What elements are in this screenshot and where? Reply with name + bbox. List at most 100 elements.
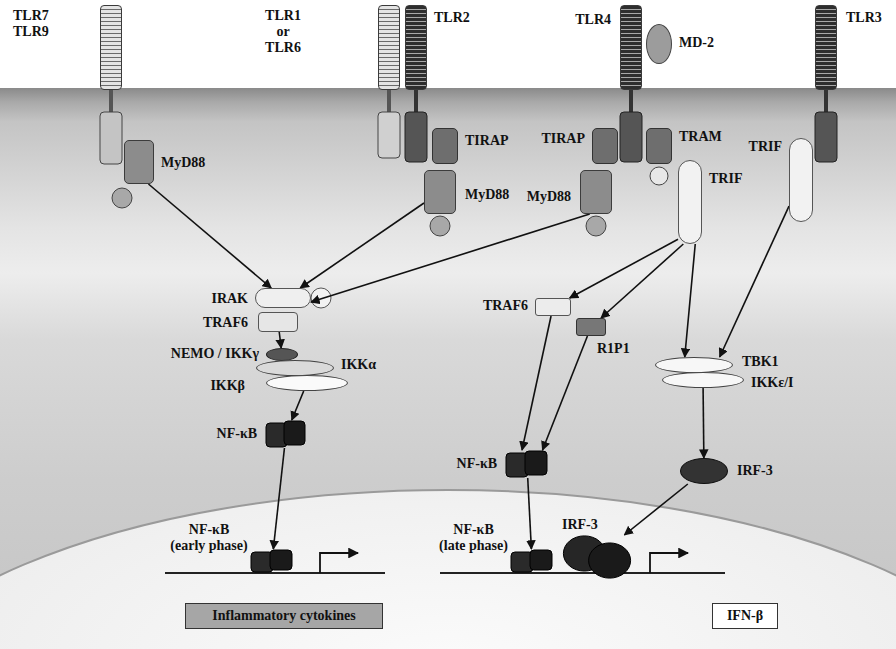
- receptor: TLR3: [815, 5, 837, 90]
- protein-label: TLR7 TLR9: [13, 8, 49, 40]
- nucleus: [0, 490, 896, 649]
- adaptor-protein: TRIF: [678, 160, 702, 244]
- output-label: Inflammatory cytokines: [212, 608, 356, 624]
- transcription-factor: NF-κB (late phase): [510, 549, 554, 573]
- transmembrane-segment: [387, 88, 391, 114]
- kinase-subunit: IKKβ: [266, 375, 348, 391]
- kinase: IRAK: [255, 288, 311, 308]
- activation-arrow: [273, 448, 284, 549]
- co-receptor: MD-2: [646, 24, 672, 64]
- gene-product-box: Inflammatory cytokines: [185, 603, 383, 629]
- tir-domain: [378, 112, 400, 158]
- death-domain: [586, 216, 606, 236]
- protein-label: TRIF: [709, 171, 742, 187]
- activation-arrow: [543, 336, 588, 450]
- activation-arrow: [279, 332, 281, 348]
- activation-arrow: [148, 184, 271, 288]
- transmembrane-segment: [629, 88, 633, 114]
- tir-domain: [100, 112, 122, 164]
- activation-arrow: [292, 391, 304, 420]
- protein-label: IKKα: [341, 357, 376, 373]
- activation-arrow: [702, 388, 704, 458]
- death-domain: [650, 167, 668, 185]
- protein-label: TRAF6: [483, 298, 528, 314]
- adaptor-protein: TIRAP: [432, 128, 458, 164]
- ubiquitin-ligase: TRAF6: [535, 298, 571, 316]
- activation-arrow: [300, 203, 424, 288]
- protein-label: TRAF6: [203, 315, 248, 331]
- protein-label: IKKε/I: [751, 375, 794, 391]
- transcription-start-arrow: [650, 553, 688, 573]
- output-label: IFN-β: [727, 608, 763, 624]
- transmembrane-segment: [109, 88, 113, 114]
- activation-arrow: [311, 214, 590, 302]
- dna-strand: [440, 572, 725, 574]
- protein-label: TLR1 or TLR6: [265, 8, 301, 56]
- protein-label: TRIF: [749, 139, 782, 155]
- protein-label: TBK1: [742, 354, 779, 370]
- activation-arrow: [528, 478, 532, 549]
- protein-label: TRAM: [679, 129, 722, 145]
- kinase-subunit: IKKε/I: [662, 372, 744, 388]
- adaptor-protein: MyD88: [580, 170, 612, 214]
- protein-label: R1P1: [597, 341, 630, 357]
- kinase-subunit: IKKα: [256, 360, 334, 376]
- transcription-factor: IRF-3: [562, 535, 632, 579]
- protein-label: NF-κB: [457, 456, 497, 472]
- protein-label: MD-2: [679, 35, 714, 51]
- protein-label: NF-κB (early phase): [170, 522, 248, 554]
- transcription-factor: NF-κB: [505, 450, 549, 478]
- transcription-factor: NF-κB: [265, 420, 307, 448]
- receptor: TLR2: [405, 5, 427, 90]
- tir-domain: [815, 112, 837, 162]
- dimer-shape: [250, 549, 294, 573]
- protein-label: TIRAP: [465, 133, 509, 149]
- activation-arrow: [720, 206, 789, 357]
- activation-arrow: [522, 316, 551, 450]
- dna-strand: [165, 572, 385, 574]
- transcription-factor: IRF-3: [680, 458, 728, 484]
- protein-label: TIRAP: [541, 131, 585, 147]
- subunit-shape: [284, 421, 305, 445]
- protein-label: MyD88: [527, 189, 571, 205]
- subunit-shape: [530, 550, 552, 570]
- activation-arrow: [624, 484, 687, 535]
- complex-shape: [562, 535, 632, 579]
- death-domain: [430, 216, 450, 236]
- protein-label: MyD88: [161, 155, 205, 171]
- gene-product-box: IFN-β: [712, 603, 778, 629]
- protein-label: MyD88: [465, 187, 509, 203]
- protein-label: IRF-3: [562, 517, 598, 533]
- activation-arrow: [685, 244, 696, 357]
- kinase-subunit: TBK1: [655, 357, 733, 373]
- irak-domain: [311, 288, 331, 308]
- protein-label: TLR2: [434, 10, 470, 26]
- protein-label: NF-κB (late phase): [439, 522, 508, 554]
- transcription-start-arrow: [320, 553, 358, 573]
- adaptor-protein: MyD88: [124, 140, 154, 184]
- death-domain: [112, 188, 132, 208]
- dimer-shape: [265, 420, 307, 448]
- protein-label: IRF-3: [737, 463, 773, 479]
- transmembrane-segment: [414, 88, 418, 114]
- transmembrane-segment: [824, 88, 828, 114]
- tir-domain: [405, 112, 427, 162]
- protein-label: TLR4: [575, 12, 611, 28]
- adaptor-protein: TRIF: [789, 138, 813, 222]
- subunit-shape: [525, 451, 547, 475]
- activation-arrow: [601, 244, 683, 318]
- receptor: TLR4: [620, 5, 642, 90]
- ubiquitin-ligase: TRAF6: [258, 312, 298, 332]
- subunit-shape: [270, 550, 292, 570]
- receptor: TLR7 TLR9: [100, 5, 122, 90]
- adaptor-protein: MyD88: [424, 170, 456, 214]
- dimer-shape: [510, 549, 554, 573]
- tir-domain: [620, 112, 642, 162]
- kinase: R1P1: [576, 318, 606, 336]
- adaptor-protein: TRAM: [646, 128, 672, 164]
- protein-label: TLR3: [846, 10, 882, 26]
- protein-label: NF-κB: [217, 426, 257, 442]
- receptor: TLR1 or TLR6: [378, 5, 400, 90]
